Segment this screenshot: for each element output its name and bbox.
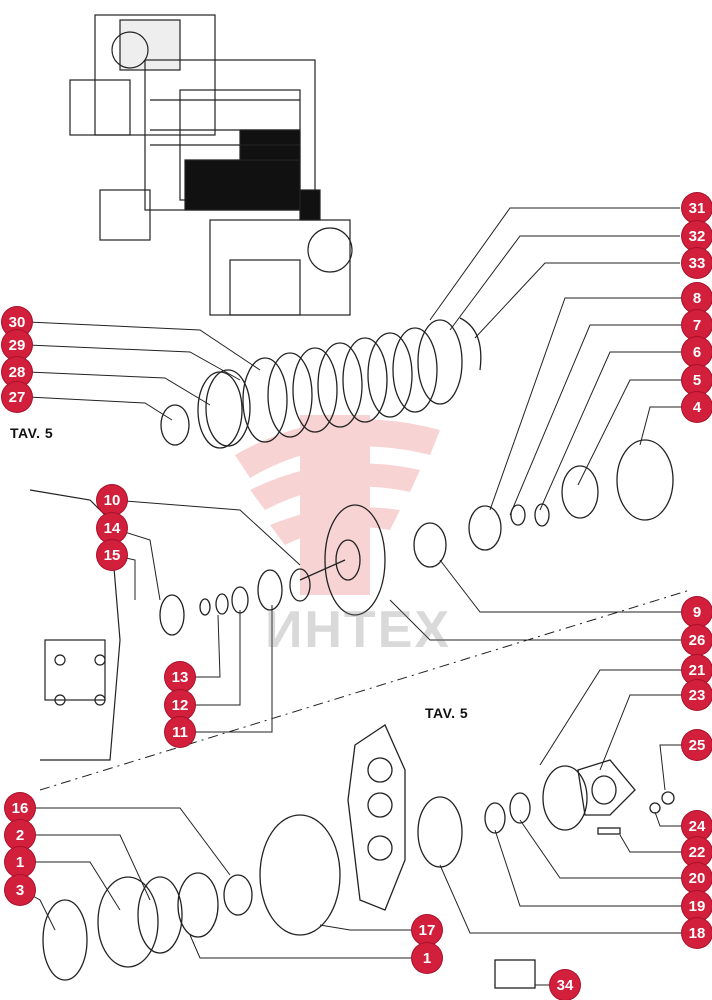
callout-12[interactable]: 12 [165,690,195,720]
cover-plate [347,724,406,911]
callout-31[interactable]: 31 [682,193,712,223]
callout-13[interactable]: 13 [165,662,195,692]
clutch-disc-pack [160,317,482,449]
callout-15[interactable]: 15 [97,540,127,570]
callout-1-left[interactable]: 1 [5,847,35,877]
tav-label-lower: TAV. 5 [425,705,469,721]
callout-22[interactable]: 22 [682,837,712,867]
callout-27[interactable]: 27 [2,382,32,412]
gear-shaft-assembly [159,439,674,636]
housing-outline [29,489,121,761]
lower-gear-train [42,759,675,989]
gearbox-assembly-view [69,14,353,316]
callout-24[interactable]: 24 [682,811,712,841]
callout-28[interactable]: 28 [2,357,32,387]
callout-3[interactable]: 3 [5,875,35,905]
callout-4[interactable]: 4 [682,392,712,422]
callout-34[interactable]: 34 [550,970,580,1000]
callout-7[interactable]: 7 [682,310,712,340]
callout-2[interactable]: 2 [5,820,35,850]
callout-9[interactable]: 9 [682,597,712,627]
section-divider [39,589,691,791]
callout-25[interactable]: 25 [682,730,712,760]
callout-32[interactable]: 32 [682,221,712,251]
watermark-text: ИНТЕХ [265,601,452,659]
callout-11[interactable]: 11 [165,717,195,747]
callout-18[interactable]: 18 [682,918,712,948]
callout-33[interactable]: 33 [682,248,712,278]
callout-6[interactable]: 6 [682,337,712,367]
callout-16[interactable]: 16 [5,793,35,823]
callout-20[interactable]: 20 [682,863,712,893]
callout-1-bottom[interactable]: 1 [412,943,442,973]
callout-17[interactable]: 17 [412,915,442,945]
callout-5[interactable]: 5 [682,365,712,395]
callout-29[interactable]: 29 [2,330,32,360]
callout-10[interactable]: 10 [97,485,127,515]
callout-23[interactable]: 23 [682,680,712,710]
leader-lines [21,207,685,986]
callout-14[interactable]: 14 [97,513,127,543]
callout-26[interactable]: 26 [682,625,712,655]
callout-19[interactable]: 19 [682,891,712,921]
callout-8[interactable]: 8 [682,283,712,313]
tav-label-upper: TAV. 5 [10,425,54,441]
